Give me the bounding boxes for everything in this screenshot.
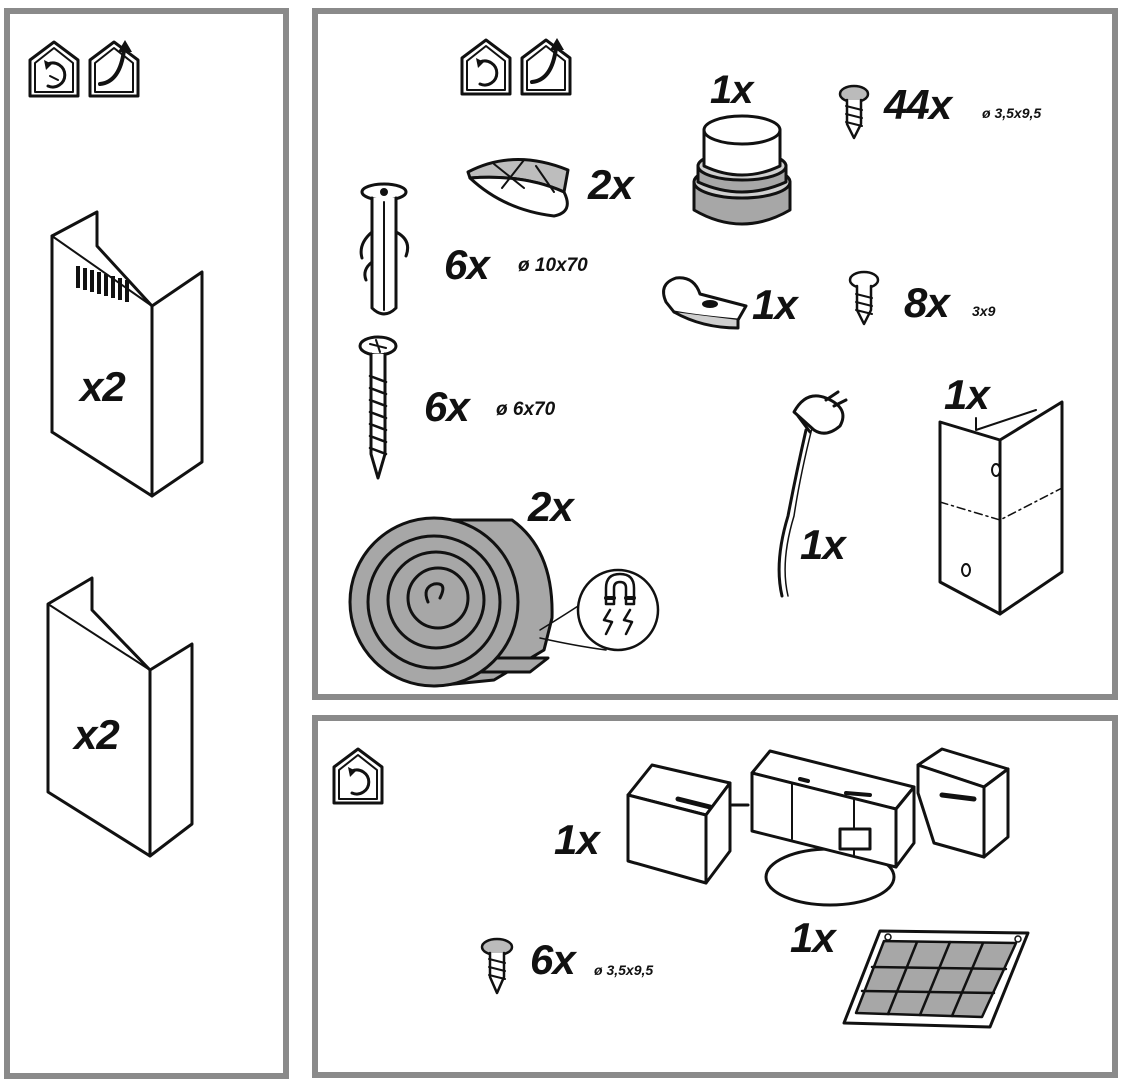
screw-quantity: 6x xyxy=(530,939,575,981)
accessories-panel: 1x 44x ø 3,5x9,5 2x 6x ø 10x70 1x xyxy=(312,8,1118,700)
left-panel: x2 x2 xyxy=(4,8,289,1079)
screw-3x9-size: 3x9 xyxy=(972,304,995,318)
screw-size: ø 3,5x9,5 xyxy=(594,963,653,977)
carbon-filter-illustration xyxy=(840,927,1032,1031)
wall-plug-illustration xyxy=(354,182,416,322)
valve-quantity: 2x xyxy=(588,164,633,206)
upper-chimney-illustration xyxy=(42,206,212,496)
screw-small-size: ø 3,5x9,5 xyxy=(982,106,1041,120)
wood-screw-quantity: 6x xyxy=(424,386,469,428)
reducer-quantity: 1x xyxy=(710,70,753,110)
screw-icon xyxy=(838,84,870,140)
upper-chimney-quantity: x2 xyxy=(80,366,125,408)
recirc-box-quantity: 1x xyxy=(554,819,599,861)
mode-icons xyxy=(26,36,156,106)
backdraft-valve-illustration xyxy=(464,148,576,222)
extraction-mode-icon xyxy=(90,40,138,96)
recirculation-kit-panel: 1x 6x ø 3,5x9,5 1x xyxy=(312,715,1118,1078)
power-cable-illustration xyxy=(754,386,864,602)
screw-icon xyxy=(848,270,880,326)
wall-plug-size: ø 10x70 xyxy=(518,256,588,275)
recirculation-box-illustration xyxy=(624,743,1014,911)
recirculation-mode-icon xyxy=(30,42,78,96)
lower-chimney-illustration xyxy=(42,574,202,864)
wood-screw-illustration xyxy=(358,336,400,480)
recirculation-mode-icon xyxy=(462,40,510,94)
grease-filter-roll-illustration xyxy=(344,510,674,696)
pipe-clip-illustration xyxy=(654,272,754,334)
mounting-bracket-illustration xyxy=(936,392,1076,622)
carbon-filter-quantity: 1x xyxy=(790,917,835,959)
screw-icon xyxy=(480,937,514,995)
mode-icons xyxy=(458,34,588,104)
lower-chimney-quantity: x2 xyxy=(74,714,119,756)
wall-plug-quantity: 6x xyxy=(444,244,489,286)
wood-screw-size: ø 6x70 xyxy=(496,400,555,419)
duct-reducer-illustration xyxy=(690,110,794,234)
screw-3x9-quantity: 8x xyxy=(904,282,949,324)
clip-quantity: 1x xyxy=(752,284,797,326)
screw-small-quantity: 44x xyxy=(884,84,951,126)
extraction-mode-icon xyxy=(522,38,570,94)
power-cable-quantity: 1x xyxy=(800,524,845,566)
recirculation-mode-icon xyxy=(330,743,388,807)
